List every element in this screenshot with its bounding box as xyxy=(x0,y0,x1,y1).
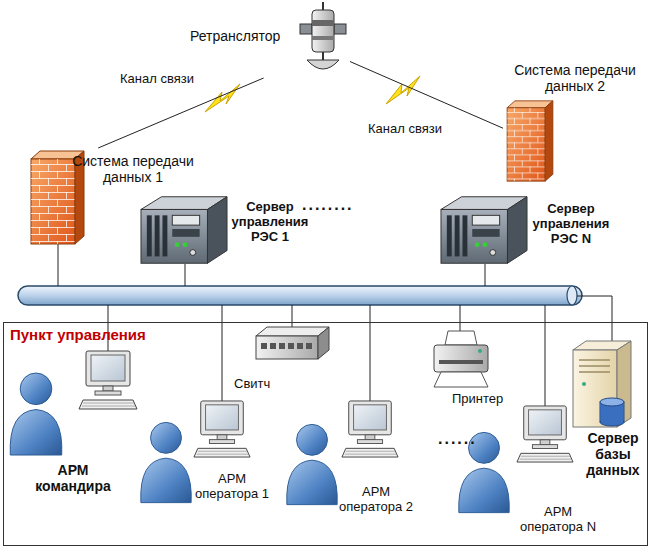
node-label: АРМ командира xyxy=(28,462,118,494)
rack-server: Сервер управления РЭС 1 xyxy=(138,193,314,269)
workstation: АРМ командира xyxy=(5,345,142,502)
node-label: Пункт управления xyxy=(10,326,230,343)
network-switch: Свитч xyxy=(228,324,332,396)
node-label: Сервер управления РЭС N xyxy=(526,202,616,247)
node-label: АРМ оператора 1 xyxy=(192,472,272,502)
node-label: Свитч xyxy=(234,377,294,392)
node-label: Ретранслятор xyxy=(190,28,290,44)
radio-link xyxy=(350,62,503,129)
radio-link xyxy=(98,78,263,148)
control-post-region: Пункт управленияАРМ командира СвитчПринте… xyxy=(3,322,648,546)
firewall-gateway: Система передачи данных 1 xyxy=(28,148,200,246)
rack-server: Сервер управления РЭС N xyxy=(438,193,618,269)
database-server: Сервер базы данных xyxy=(565,335,648,493)
node-label: АРМ оператора 2 xyxy=(336,485,416,515)
ellipsis-dots: ........ xyxy=(302,196,354,214)
workstation: АРМ оператора N xyxy=(452,402,600,544)
satellite-relay: Ретранслятор xyxy=(188,2,350,78)
node-label: Система передачи данных 1 xyxy=(68,153,198,185)
printer: Принтер xyxy=(426,328,518,410)
node-label: Сервер базы данных xyxy=(580,430,646,478)
node-label: Принтер xyxy=(452,392,514,407)
node-label: Система передачи данных 2 xyxy=(510,62,640,94)
firewall-gateway: Система передачи данных 2 xyxy=(503,60,647,182)
node-label: Сервер управления РЭС 1 xyxy=(228,200,312,245)
ellipsis-dots: ...... xyxy=(438,430,477,448)
workstation: АРМ оператора 1 xyxy=(134,398,274,512)
link-label: Канал связи xyxy=(118,72,196,87)
link-label: Канал связи xyxy=(366,122,444,137)
node-label: АРМ оператора N xyxy=(518,505,598,535)
workstation: АРМ оператора 2 xyxy=(281,398,419,525)
